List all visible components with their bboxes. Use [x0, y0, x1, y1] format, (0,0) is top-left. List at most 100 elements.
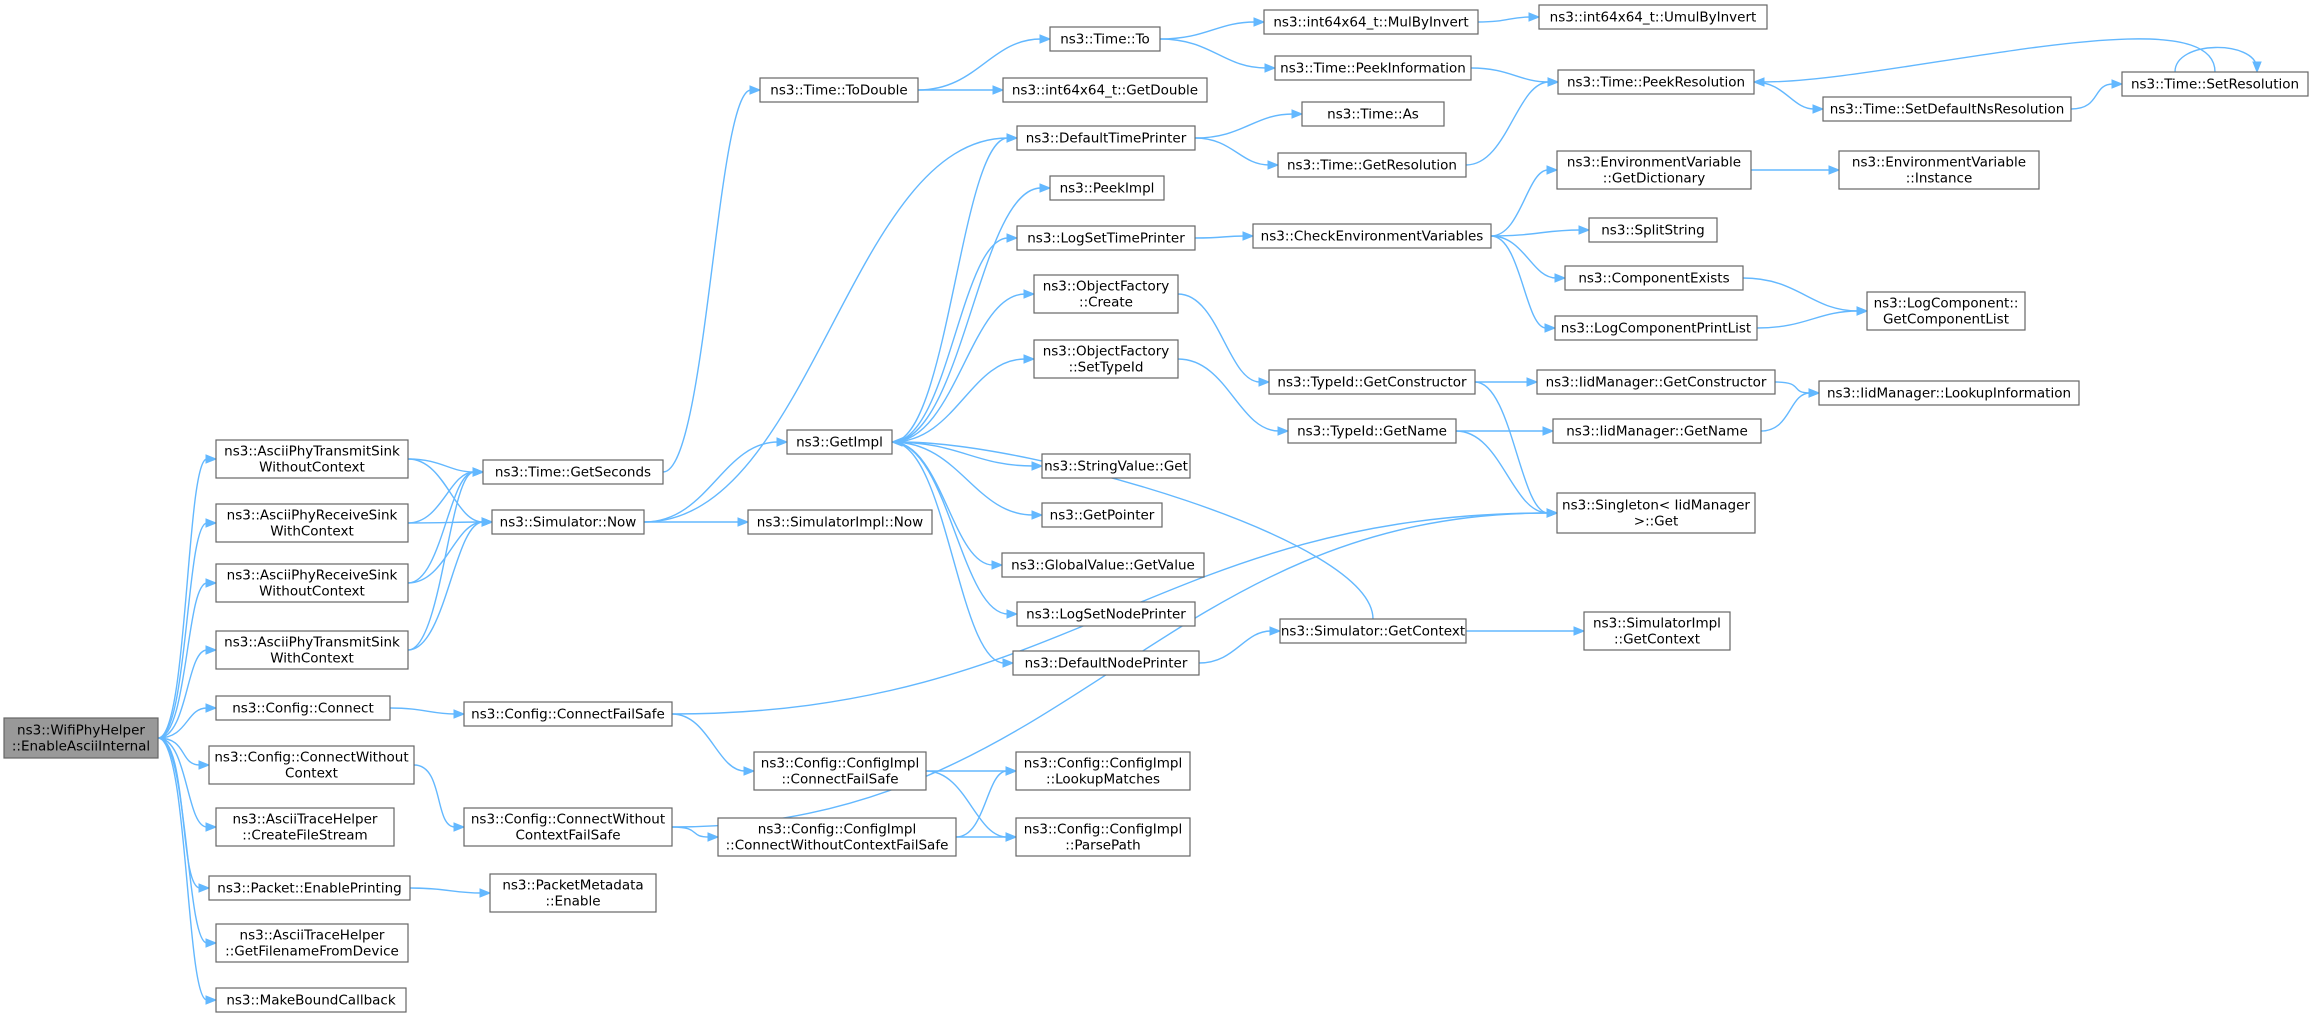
node-ath-gfd[interactable]: ns3::AsciiTraceHelper::GetFilenameFromDe…	[215, 923, 409, 963]
edge-getimpl-to-getptr	[891, 441, 1044, 520]
arrow-head	[743, 766, 756, 776]
arrow-head	[205, 822, 218, 832]
node-label: ns3::MakeBoundCallback	[226, 993, 396, 1009]
node-of-settid[interactable]: ns3::ObjectFactory::SetTypeId	[1033, 339, 1179, 379]
node-pkt-ep[interactable]: ns3::Packet::EnablePrinting	[208, 875, 411, 901]
node-box	[1818, 380, 2080, 406]
edge-sim-gctx-to-getimpl	[890, 437, 1374, 620]
node-pm-enable[interactable]: ns3::PacketMetadata::Enable	[489, 873, 657, 913]
edge-line	[413, 764, 456, 828]
node-ev-gd[interactable]: ns3::EnvironmentVariable::GetDictionary	[1556, 150, 1752, 190]
edge-cev-to-ev-gd	[1490, 165, 1559, 237]
node-box	[1301, 101, 1445, 127]
node-lc-gcl[interactable]: ns3::LogComponent::GetComponentList	[1866, 291, 2026, 331]
arrow-head	[890, 437, 903, 447]
node-dtp[interactable]: ns3::DefaultTimePrinter	[1016, 125, 1196, 151]
node-cfg-cfs[interactable]: ns3::Config::ConnectFailSafe	[463, 701, 673, 727]
arrow-head	[776, 437, 789, 447]
node-root[interactable]: ns3::WifiPhyHelper::EnableAsciiInternal	[3, 717, 159, 759]
node-label: ns3::Time::PeekResolution	[1567, 75, 1745, 91]
node-ci-pp[interactable]: ns3::Config::ConfigImpl::ParsePath	[1015, 817, 1191, 857]
edge-apts-wo-to-sim-now	[407, 458, 494, 527]
node-splitstr[interactable]: ns3::SplitString	[1588, 217, 1718, 243]
node-box	[1041, 502, 1163, 528]
arrow-head	[205, 703, 218, 713]
node-i64-umbi[interactable]: ns3::int64x64_t::UmulByInvert	[1538, 4, 1768, 30]
arrow-head	[1291, 109, 1304, 119]
node-iid-gc[interactable]: ns3::IidManager::GetConstructor	[1536, 369, 1776, 395]
node-time-td[interactable]: ns3::Time::ToDouble	[759, 77, 919, 103]
edge-line	[1177, 293, 1261, 383]
node-ath-cfs[interactable]: ns3::AsciiTraceHelper::CreateFileStream	[215, 807, 395, 847]
node-iid-gn[interactable]: ns3::IidManager::GetName	[1552, 418, 1762, 444]
edge-tid-gc-to-singleton	[1474, 381, 1559, 518]
node-ci-cwcfs[interactable]: ns3::Config::ConfigImpl::ConnectWithoutC…	[717, 817, 957, 857]
node-tid-gn[interactable]: ns3::TypeId::GetName	[1287, 418, 1457, 444]
arrow-head	[1544, 323, 1557, 333]
node-tid-gc[interactable]: ns3::TypeId::GetConstructor	[1268, 369, 1476, 395]
node-sim-gctx[interactable]: ns3::Simulator::GetContext	[1279, 618, 1467, 644]
node-simimpl-gctx[interactable]: ns3::SimulatorImpl::GetContext	[1583, 611, 1731, 651]
node-time-as[interactable]: ns3::Time::As	[1301, 101, 1445, 127]
node-cfg-connect[interactable]: ns3::Config::Connect	[215, 695, 391, 721]
arrow-head	[2252, 61, 2262, 74]
node-sim-now[interactable]: ns3::Simulator::Now	[491, 509, 645, 535]
node-box	[215, 503, 409, 543]
node-cfg-cwcfs[interactable]: ns3::Config::ConnectWithoutContextFailSa…	[463, 807, 673, 847]
edge-getimpl-to-of-settid	[891, 354, 1036, 443]
node-time-pr[interactable]: ns3::Time::PeekResolution	[1557, 69, 1755, 95]
node-sv-get[interactable]: ns3::StringValue::Get	[1041, 453, 1191, 479]
node-box	[1015, 817, 1191, 857]
node-lcpl[interactable]: ns3::LogComponentPrintList	[1554, 315, 1758, 341]
node-lsnp[interactable]: ns3::LogSetNodePrinter	[1016, 601, 1196, 627]
node-time-sdnr[interactable]: ns3::Time::SetDefaultNsResolution	[1822, 96, 2072, 122]
node-gv-getval[interactable]: ns3::GlobalValue::GetValue	[1001, 552, 1205, 578]
arrow-head	[1546, 165, 1559, 175]
arrow-head	[198, 760, 211, 770]
edge-cfg-cwc-to-cfg-cwcfs	[413, 764, 466, 832]
node-label: ns3::TypeId::GetName	[1297, 424, 1447, 440]
edge-cfg-cwcfs-to-ci-cwcfs	[671, 826, 720, 842]
node-getptr[interactable]: ns3::GetPointer	[1041, 502, 1163, 528]
node-ci-cfs[interactable]: ns3::Config::ConfigImpl::ConnectFailSafe	[753, 751, 927, 791]
node-box	[1033, 274, 1179, 314]
edge-line	[1194, 137, 1270, 166]
node-i64-gd[interactable]: ns3::int64x64_t::GetDouble	[1002, 77, 1208, 103]
node-box	[215, 695, 391, 721]
edge-line	[157, 737, 208, 828]
arrow-head	[1808, 388, 1821, 398]
node-singleton[interactable]: ns3::Singleton< IidManager >::Get	[1556, 492, 1756, 534]
node-lstp[interactable]: ns3::LogSetTimePrinter	[1016, 225, 1196, 251]
node-ci-lm[interactable]: ns3::Config::ConfigImpl::LookupMatches	[1015, 751, 1191, 791]
node-ev-inst[interactable]: ns3::EnvironmentVariable::Instance	[1838, 150, 2040, 190]
edge-line	[407, 521, 484, 584]
node-time-gs[interactable]: ns3::Time::GetSeconds	[482, 459, 664, 485]
node-compex[interactable]: ns3::ComponentExists	[1564, 265, 1744, 291]
node-time-sr[interactable]: ns3::Time::SetResolution	[2121, 71, 2309, 97]
node-mbc[interactable]: ns3::MakeBoundCallback	[215, 987, 407, 1013]
node-cfg-cwc[interactable]: ns3::Config::ConnectWithoutContext	[208, 745, 415, 785]
edge-line	[643, 137, 1009, 523]
node-time-pi[interactable]: ns3::Time::PeekInformation	[1274, 55, 1472, 81]
node-box	[1557, 69, 1755, 95]
edge-dtp-to-time-as	[1194, 109, 1304, 139]
node-i64-mbi[interactable]: ns3::int64x64_t::MulByInvert	[1263, 9, 1479, 35]
node-peekimpl[interactable]: ns3::PeekImpl	[1049, 175, 1165, 201]
arrow-head	[1002, 658, 1015, 668]
node-time-to[interactable]: ns3::Time::To	[1049, 26, 1161, 52]
arrow-head	[479, 888, 492, 898]
node-label: ns3::Time::SetDefaultNsResolution	[1830, 102, 2065, 118]
node-cev[interactable]: ns3::CheckEnvironmentVariables	[1252, 223, 1492, 249]
node-iid-li[interactable]: ns3::IidManager::LookupInformation	[1818, 380, 2080, 406]
node-dnp[interactable]: ns3::DefaultNodePrinter	[1012, 650, 1200, 676]
node-label: ::LookupMatches	[1046, 772, 1160, 788]
node-label: ns3::Config::ConfigImpl	[1024, 756, 1182, 772]
node-of-create[interactable]: ns3::ObjectFactory::Create	[1033, 274, 1179, 314]
node-getimpl[interactable]: ns3::GetImpl	[786, 429, 893, 455]
node-time-gr[interactable]: ns3::Time::GetResolution	[1277, 152, 1467, 178]
node-simimpl-now[interactable]: ns3::SimulatorImpl::Now	[747, 509, 933, 535]
